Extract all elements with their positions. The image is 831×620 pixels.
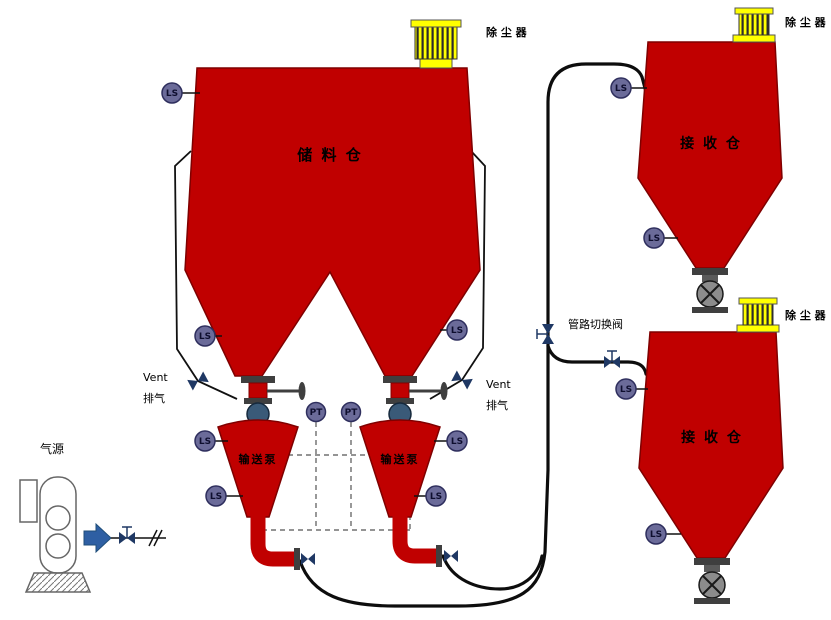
branch-valve-icon bbox=[604, 350, 620, 368]
level-sensor-icon: LS bbox=[645, 523, 667, 545]
vent-line-right bbox=[429, 150, 486, 400]
level-sensors: LS LS LS LS LS LS LS LS bbox=[161, 77, 667, 545]
pressure-sensors: PT PT bbox=[305, 401, 362, 423]
svg-text:LS: LS bbox=[199, 437, 211, 447]
pipe-branch-line bbox=[546, 344, 648, 376]
pipe-break-icon bbox=[148, 529, 163, 547]
level-sensor-icon: LS bbox=[643, 227, 665, 249]
air-source-label: 气源 bbox=[40, 442, 65, 456]
switch-valve-label: 管路切换阀 bbox=[568, 318, 623, 331]
vent-lines bbox=[174, 150, 486, 400]
pressure-sensor-icon: PT bbox=[340, 401, 362, 423]
level-sensor-icon: LS bbox=[610, 77, 632, 99]
pump-outlet-valve-right-icon bbox=[444, 550, 458, 562]
air-source-compressor-icon bbox=[19, 476, 92, 593]
receiving-silo-bottom-group bbox=[638, 331, 784, 604]
level-sensor-icon: LS bbox=[161, 82, 183, 104]
vent-left-label: Vent bbox=[143, 371, 168, 384]
svg-text:LS: LS bbox=[648, 234, 660, 244]
vent-exhaust-right-label: 排气 bbox=[486, 399, 508, 412]
svg-text:LS: LS bbox=[451, 437, 463, 447]
svg-text:PT: PT bbox=[345, 408, 359, 418]
dust-collector-storage-label: 除 尘 器 bbox=[486, 26, 527, 39]
rotary-valve-top-icon bbox=[696, 280, 724, 308]
svg-text:LS: LS bbox=[650, 530, 662, 540]
dust-collector-bottom-icon bbox=[736, 297, 780, 333]
svg-text:LS: LS bbox=[430, 492, 442, 502]
conveying-pump-left bbox=[217, 376, 306, 570]
pipe-right-pump-line bbox=[441, 554, 544, 591]
level-sensor-icon: LS bbox=[425, 485, 447, 507]
dust-collector-bottom-label: 除 尘 器 bbox=[785, 309, 826, 322]
storage-silo-label: 储 料 仓 bbox=[297, 146, 363, 164]
level-sensor-icon: LS bbox=[446, 430, 468, 452]
vent-line-left bbox=[174, 150, 238, 400]
dust-collector-storage-icon bbox=[410, 19, 462, 69]
level-sensor-icon: LS bbox=[615, 378, 637, 400]
dust-collector-top-label: 除 尘 器 bbox=[785, 16, 826, 29]
level-sensor-icon: LS bbox=[194, 325, 216, 347]
receiving-silo-top-label: 接 收 仓 bbox=[680, 136, 742, 152]
level-sensor-icon: LS bbox=[205, 485, 227, 507]
svg-text:LS: LS bbox=[199, 332, 211, 342]
vent-valve-right-icon bbox=[451, 370, 473, 390]
level-sensor-icon: LS bbox=[446, 319, 468, 341]
svg-text:LS: LS bbox=[620, 385, 632, 395]
receiving-silo-top-group bbox=[637, 41, 783, 313]
storage-silo-shape bbox=[184, 67, 481, 377]
rotary-valve-bottom-icon bbox=[698, 571, 726, 599]
svg-text:LS: LS bbox=[451, 326, 463, 336]
air-supply-valve-icon bbox=[119, 526, 135, 544]
pipeline-switch-valve-icon bbox=[536, 324, 554, 344]
instrument-dashed-lines bbox=[261, 422, 411, 531]
level-sensor-icon: LS bbox=[194, 430, 216, 452]
conveying-pump-right bbox=[359, 376, 448, 567]
pump-left-label: 输送泵 bbox=[238, 453, 278, 466]
vent-right-label: Vent bbox=[486, 378, 511, 391]
vent-exhaust-left-label: 排气 bbox=[143, 392, 165, 405]
svg-text:LS: LS bbox=[166, 89, 178, 99]
svg-text:LS: LS bbox=[615, 84, 627, 94]
pump-right-label: 输送泵 bbox=[380, 453, 420, 466]
conveying-pipes bbox=[298, 62, 648, 608]
svg-text:PT: PT bbox=[310, 408, 324, 418]
pipe-main-line bbox=[298, 62, 648, 608]
pump-outlet-valve-left-icon bbox=[301, 553, 315, 565]
pressure-sensor-icon: PT bbox=[305, 401, 327, 423]
vent-valve-left-icon bbox=[187, 371, 209, 391]
dust-collector-top-icon bbox=[732, 7, 776, 43]
svg-text:LS: LS bbox=[210, 492, 222, 502]
flow-arrow-icon bbox=[83, 522, 112, 554]
receiving-silo-bottom-label: 接 收 仓 bbox=[681, 430, 743, 446]
